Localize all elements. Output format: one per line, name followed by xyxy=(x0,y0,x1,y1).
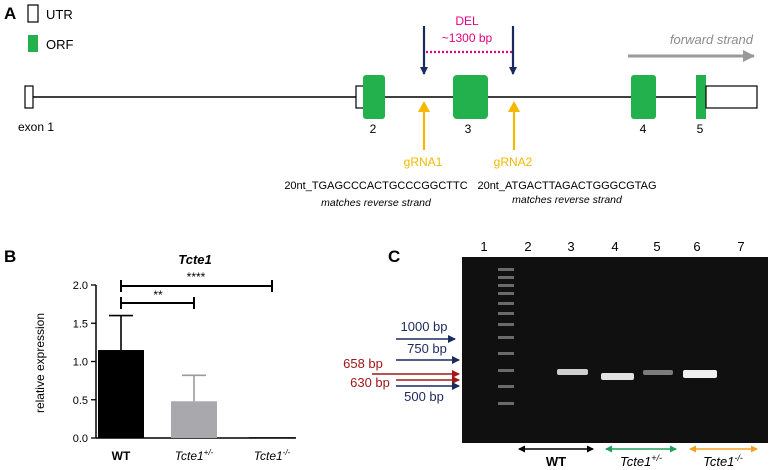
grna2-label: gRNA2 xyxy=(494,155,533,169)
bar xyxy=(98,350,144,438)
panel-c: C 1 2 3 4 5 6 7 xyxy=(343,239,768,469)
x-tick-label: Tcte1-/- xyxy=(254,448,291,463)
group-het-label: Tcte1+/- xyxy=(620,453,662,469)
ladder-band xyxy=(498,292,514,295)
exon-1-utr xyxy=(24,85,34,109)
exon-2-utr xyxy=(355,85,365,109)
exon-4-label: 4 xyxy=(640,122,647,136)
ladder-band xyxy=(498,352,514,355)
ladder-band xyxy=(498,302,514,305)
group-wt-label: WT xyxy=(546,454,566,469)
lane-number: 1 xyxy=(480,239,487,254)
ladder-band xyxy=(498,276,514,279)
exon-4-orf xyxy=(631,75,656,119)
gel-image xyxy=(462,257,768,443)
exon-2-label: 2 xyxy=(370,122,377,136)
ladder-band xyxy=(498,312,514,315)
y-tick-label: 0.5 xyxy=(73,395,88,407)
y-tick-label: 1.0 xyxy=(73,357,88,369)
exon-1-label: exon 1 xyxy=(18,120,54,134)
grna2-arrowhead xyxy=(508,101,520,112)
grna1-sequence: 20nt_TGAGCCCACTGCCCGGCTTC xyxy=(284,180,467,192)
ladder-band xyxy=(498,402,514,405)
lane-number: 6 xyxy=(693,239,700,254)
panel-a-label: A xyxy=(4,4,16,23)
bar-chart: 0.0 0.5 1.0 1.5 2.0 WT Tcte1+/- Tcte1-/- xyxy=(73,280,296,463)
exon-2-orf xyxy=(363,75,385,119)
ladder-band xyxy=(498,336,514,339)
sig-stars-wt-het: ** xyxy=(153,288,163,302)
y-tick-label: 1.5 xyxy=(73,318,88,330)
panel-a: A UTR ORF DEL ~1300 bp forward strand ex… xyxy=(4,4,758,209)
grna2-sequence: 20nt_ATGACTTAGACTGGGCGTAG xyxy=(477,180,656,192)
lane-number: 4 xyxy=(611,239,618,254)
y-tick-label: 0.0 xyxy=(73,433,88,445)
lane-numbers: 1 2 3 4 5 6 7 xyxy=(480,239,744,254)
bar xyxy=(249,437,295,438)
orf-legend-label: ORF xyxy=(46,37,74,52)
lane-number: 2 xyxy=(524,239,531,254)
marker-630bp-label: 630 bp xyxy=(350,375,390,390)
utr-legend-swatch xyxy=(27,4,39,23)
ladder-band xyxy=(498,284,514,287)
orf-legend-swatch xyxy=(28,35,38,52)
exon-5-utr xyxy=(705,85,758,109)
grna1-arrowhead xyxy=(418,101,430,112)
ladder-band xyxy=(498,323,514,326)
bar xyxy=(171,401,217,438)
marker-1000bp-label: 1000 bp xyxy=(401,319,448,334)
x-tick-label: WT xyxy=(112,449,131,463)
band-lane-3 xyxy=(557,369,588,375)
band-lane-6 xyxy=(683,370,717,378)
exon-3-orf xyxy=(453,75,488,119)
lane-number: 5 xyxy=(653,239,660,254)
exon-5-label: 5 xyxy=(697,122,704,136)
dna-ladder xyxy=(498,268,514,405)
x-tick-label: Tcte1+/- xyxy=(175,448,214,463)
marker-658bp-label: 658 bp xyxy=(343,356,383,371)
marker-750bp-label: 750 bp xyxy=(407,341,447,356)
marker-500bp-label: 500 bp xyxy=(404,389,444,404)
lane-number: 3 xyxy=(567,239,574,254)
panel-b-label: B xyxy=(4,247,16,266)
panel-b: B Tcte1 relative expression 0.0 0.5 1.0 1.5… xyxy=(4,247,296,463)
grna1-note: matches reverse strand xyxy=(321,197,432,209)
y-axis-label: relative expression xyxy=(33,313,47,413)
y-tick-label: 2.0 xyxy=(73,280,88,292)
panel-c-label: C xyxy=(388,247,400,266)
sig-stars-wt-ko: **** xyxy=(187,270,206,284)
grna2-note: matches reverse strand xyxy=(512,194,623,206)
lane-number: 7 xyxy=(737,239,744,254)
band-lane-4 xyxy=(601,373,634,380)
ladder-band xyxy=(498,369,514,372)
utr-legend-label: UTR xyxy=(46,7,73,22)
ladder-band xyxy=(498,385,514,388)
group-ko-label: Tcte1-/- xyxy=(703,453,743,469)
chart-title: Tcte1 xyxy=(178,252,211,267)
del-label: DEL xyxy=(455,14,479,28)
grna1-label: gRNA1 xyxy=(404,155,443,169)
ladder-band xyxy=(498,268,514,271)
del-size: ~1300 bp xyxy=(442,31,493,45)
strand-label: forward strand xyxy=(670,32,754,47)
band-lane-5 xyxy=(643,370,673,375)
exon-5-orf xyxy=(696,75,706,119)
exon-3-label: 3 xyxy=(465,122,472,136)
